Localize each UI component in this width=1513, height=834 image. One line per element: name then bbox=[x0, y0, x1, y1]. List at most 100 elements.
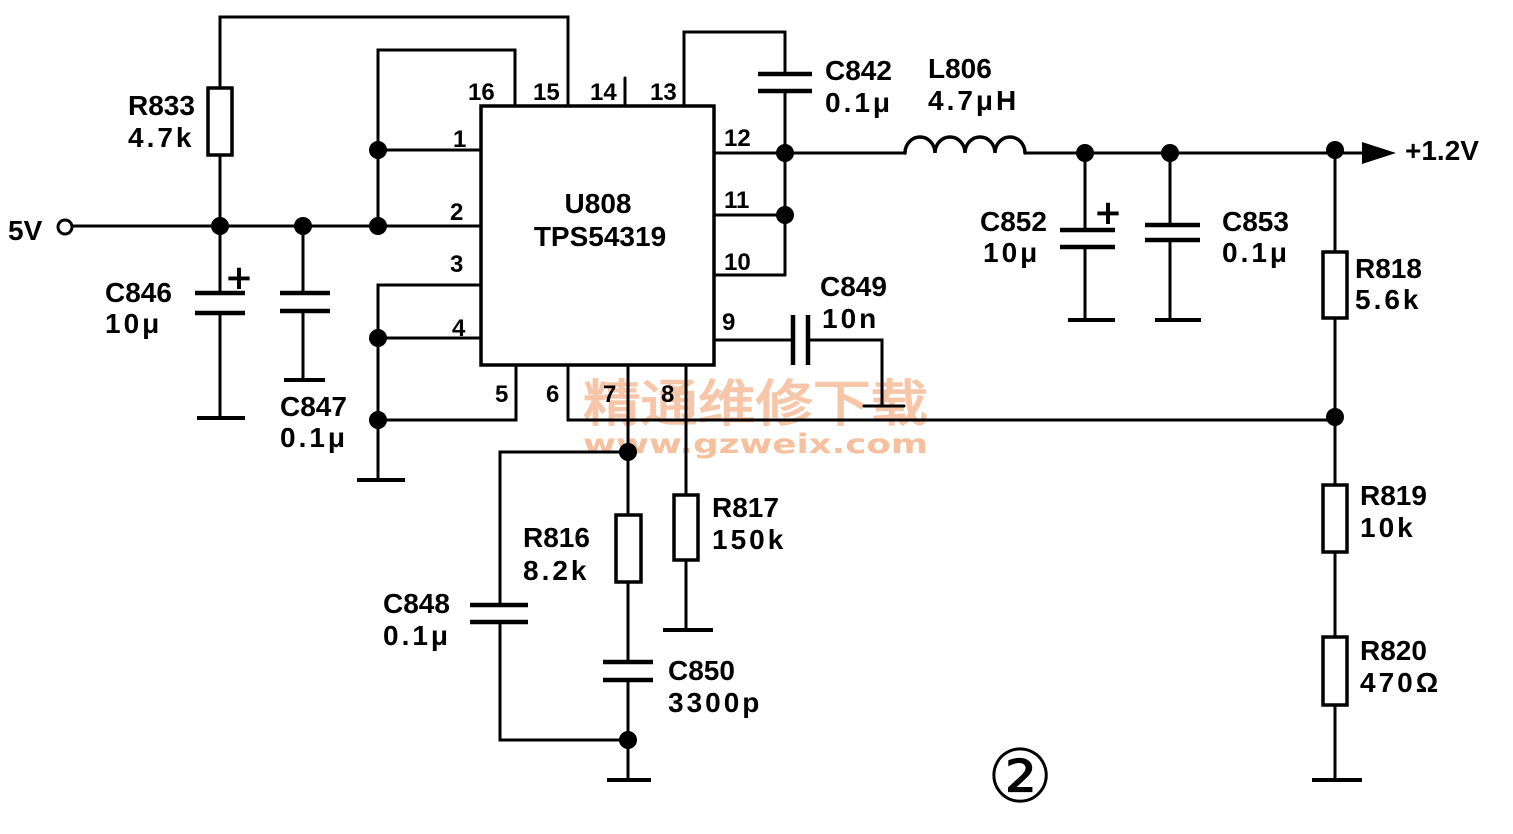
capacitor-c846: + C846 10μ bbox=[105, 258, 253, 339]
pin-label-1: 1 bbox=[453, 126, 466, 153]
resistor-r816: R816 8.2k bbox=[523, 513, 643, 586]
junction-dot bbox=[1326, 408, 1344, 426]
capacitor-c850: C850 3300p bbox=[603, 655, 762, 718]
wire-comp-to-c848 bbox=[498, 450, 630, 607]
pin-label-3: 3 bbox=[450, 251, 463, 278]
r817-value: 150k bbox=[712, 524, 786, 555]
r817-ref: R817 bbox=[712, 492, 779, 523]
junction-dot bbox=[369, 329, 387, 347]
watermark: 精通维修下载 www.gzweix.com bbox=[583, 375, 928, 460]
wire-c849-out bbox=[806, 338, 884, 408]
pin-label-2: 2 bbox=[450, 199, 463, 226]
c842-value: 0.1μ bbox=[825, 87, 893, 118]
pin-label-16: 16 bbox=[468, 79, 495, 106]
wire-c848-return bbox=[498, 620, 630, 742]
l806-value: 4.7μH bbox=[928, 85, 1019, 116]
resistor-body bbox=[1321, 635, 1349, 707]
junction-dot bbox=[369, 141, 387, 159]
wire-pin13-to-c842 bbox=[682, 30, 787, 108]
wire-pin3-to-ground bbox=[376, 283, 483, 482]
c849-ref: C849 bbox=[820, 271, 887, 302]
pin-label-12: 12 bbox=[724, 125, 751, 152]
junction-dot bbox=[294, 217, 312, 235]
inductor-l806: L806 4.7μH bbox=[903, 53, 1027, 155]
r819-value: 10k bbox=[1360, 512, 1416, 543]
resistor-r818: R818 5.6k bbox=[1321, 250, 1422, 320]
r816-ref: R816 bbox=[523, 522, 590, 553]
r820-ref: R820 bbox=[1360, 635, 1427, 666]
output-label: +1.2V bbox=[1405, 135, 1479, 166]
output-arrow: +1.2V bbox=[1362, 135, 1479, 166]
resistor-body bbox=[1321, 250, 1349, 320]
pin-label-10: 10 bbox=[724, 249, 751, 276]
resistor-body bbox=[672, 493, 700, 562]
resistor-r819: R819 10k bbox=[1321, 480, 1427, 554]
r816-value: 8.2k bbox=[523, 555, 590, 586]
resistor-body bbox=[206, 86, 234, 157]
figure-number: ② bbox=[987, 734, 1053, 820]
junction-dot bbox=[1161, 144, 1179, 162]
pin-label-4: 4 bbox=[452, 315, 466, 342]
resistor-r820: R820 470Ω bbox=[1321, 635, 1441, 707]
c852-ref: C852 bbox=[980, 206, 1047, 237]
resistor-r817: R817 150k bbox=[672, 492, 786, 562]
r819-ref: R819 bbox=[1360, 480, 1427, 511]
c847-value: 0.1μ bbox=[280, 422, 348, 453]
r820-value: 470Ω bbox=[1360, 667, 1441, 698]
junction-dot bbox=[619, 443, 637, 461]
input-terminal bbox=[56, 218, 74, 236]
r818-ref: R818 bbox=[1355, 253, 1422, 284]
junction-dot bbox=[1326, 141, 1344, 159]
watermark-title: 精通维修下载 bbox=[583, 375, 928, 433]
ic-ref: U808 bbox=[565, 188, 632, 219]
pin-label-5: 5 bbox=[495, 381, 508, 408]
ic-part-number: TPS54319 bbox=[534, 221, 666, 252]
wire-pin16-to-vin-bus bbox=[376, 48, 517, 228]
c852-polarity: + bbox=[1094, 193, 1123, 233]
capacitor-c842: C842 0.1μ bbox=[758, 55, 893, 118]
resistor-body bbox=[1321, 483, 1349, 554]
junction-dot bbox=[211, 217, 229, 235]
c846-polarity: + bbox=[225, 258, 254, 298]
pin-label-8: 8 bbox=[661, 381, 674, 408]
junction-dot bbox=[776, 144, 794, 162]
capacitor-c848: C848 0.1μ bbox=[383, 588, 528, 651]
c842-ref: C842 bbox=[825, 55, 892, 86]
junction-dot bbox=[369, 411, 387, 429]
c852-value: 10μ bbox=[983, 237, 1040, 268]
c850-ref: C850 bbox=[668, 655, 735, 686]
l806-ref: L806 bbox=[928, 53, 992, 84]
pin-label-6: 6 bbox=[546, 381, 559, 408]
c850-value: 3300p bbox=[668, 687, 762, 718]
pin-label-13: 13 bbox=[650, 79, 677, 106]
c849-value: 10n bbox=[822, 303, 879, 334]
junction-dot bbox=[369, 217, 387, 235]
junctions bbox=[211, 141, 1344, 749]
wire-pin5-to-ground-bus bbox=[376, 364, 518, 422]
arrow-right-icon bbox=[1362, 142, 1396, 164]
pin-label-9: 9 bbox=[722, 309, 735, 336]
input-label: 5V bbox=[8, 215, 43, 246]
junction-dot bbox=[1076, 144, 1094, 162]
ic-u808: U808 TPS54319 1 2 3 4 5 6 7 8 9 10 11 12… bbox=[450, 79, 751, 408]
c853-ref: C853 bbox=[1222, 206, 1289, 237]
watermark-url: www.gzweix.com bbox=[583, 429, 928, 460]
pin-label-14: 14 bbox=[590, 79, 617, 106]
r818-value: 5.6k bbox=[1355, 284, 1422, 315]
pin-label-7: 7 bbox=[603, 381, 616, 408]
c848-ref: C848 bbox=[383, 588, 450, 619]
junction-dot bbox=[619, 731, 637, 749]
capacitor-c849: C849 10n bbox=[790, 271, 887, 365]
grounds bbox=[197, 318, 1362, 782]
ic-body bbox=[479, 104, 716, 367]
junction-dot bbox=[776, 206, 794, 224]
inductor-coil bbox=[903, 135, 1027, 155]
r833-ref: R833 bbox=[128, 90, 195, 121]
c846-ref: C846 bbox=[105, 277, 172, 308]
capacitor-c853: C853 0.1μ bbox=[1145, 206, 1290, 268]
c847-ref: C847 bbox=[280, 391, 347, 422]
c853-value: 0.1μ bbox=[1222, 237, 1290, 268]
c848-value: 0.1μ bbox=[383, 620, 451, 651]
resistor-r833: R833 4.7k bbox=[128, 86, 234, 157]
